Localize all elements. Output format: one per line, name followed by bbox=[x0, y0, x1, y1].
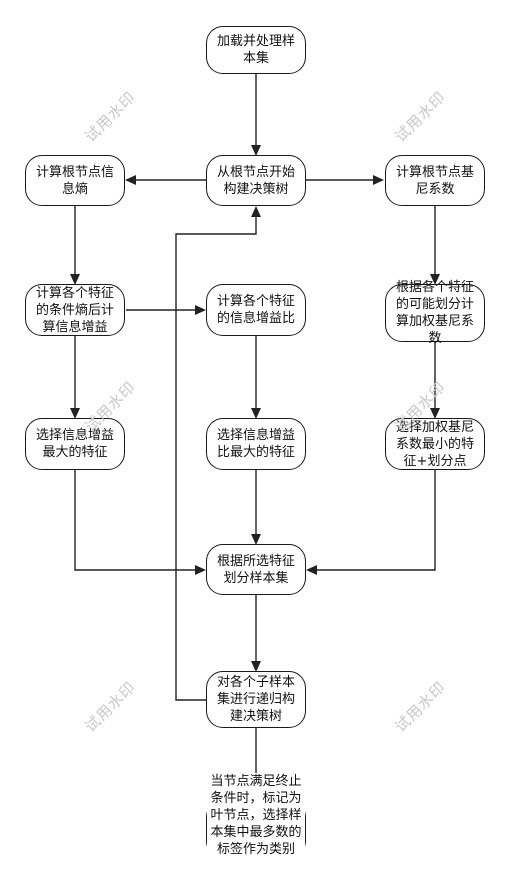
node-load-samples: 加载并处理样本集 bbox=[206, 26, 306, 74]
node-weighted-gini: 根据各个特征的可能划分计算加权基尼系数 bbox=[385, 280, 485, 346]
arrowhead-split-recurse bbox=[251, 661, 261, 672]
arrowhead-mingini-split bbox=[306, 565, 317, 575]
node-gain-ratio: 计算各个特征的信息增益比 bbox=[206, 284, 306, 336]
arrowhead-root-gini bbox=[373, 175, 384, 185]
node-leaf-label-text: 当节点满足终止条件时，标记为叶节点，选择样本集中最多数的标签作为类别 bbox=[207, 773, 305, 858]
node-conditional-entropy-gain: 计算各个特征的条件熵后计算信息增益 bbox=[25, 284, 125, 336]
node-build-tree-root: 从根节点开始构建决策树 bbox=[206, 155, 306, 206]
node-leaf-label: 当节点满足终止条件时，标记为叶节点，选择样本集中最多数的标签作为类别 bbox=[206, 773, 306, 858]
node-root-entropy: 计算根节点信息熵 bbox=[25, 155, 125, 206]
arrowhead-maxgainratio-split bbox=[251, 534, 261, 545]
node-split-samples: 根据所选特征划分样本集 bbox=[206, 544, 306, 595]
arrowhead-recurse-root-loop bbox=[251, 206, 261, 217]
node-max-info-gain: 选择信息增益最大的特征 bbox=[25, 418, 125, 470]
arrowhead-condentropy-maxgain bbox=[70, 408, 80, 419]
edge-recurse-root-loop bbox=[175, 217, 257, 701]
arrowhead-weightedgini-mingini bbox=[430, 408, 440, 419]
arrowhead-maxgain-split bbox=[195, 565, 206, 575]
arrowhead-root-entropy bbox=[125, 175, 136, 185]
arrowhead-entropy-condentropy bbox=[70, 274, 80, 285]
node-root-gini: 计算根节点基尼系数 bbox=[385, 155, 485, 206]
node-recursive-build: 对各个子样本集进行递归构建决策树 bbox=[206, 671, 306, 728]
node-max-gain-ratio: 选择信息增益比最大的特征 bbox=[206, 418, 306, 470]
arrowhead-gini-weightedgini bbox=[430, 274, 440, 285]
arrowhead-condentropy-gainratio bbox=[195, 305, 206, 315]
edge-maxgain-split bbox=[74, 470, 195, 571]
node-min-weighted-gini: 选择加权基尼系数最小的特征+划分点 bbox=[385, 418, 485, 470]
arrowhead-load-root bbox=[251, 145, 261, 156]
edge-mingini-split bbox=[317, 470, 436, 571]
arrowhead-gainratio-maxgainratio bbox=[251, 408, 261, 419]
